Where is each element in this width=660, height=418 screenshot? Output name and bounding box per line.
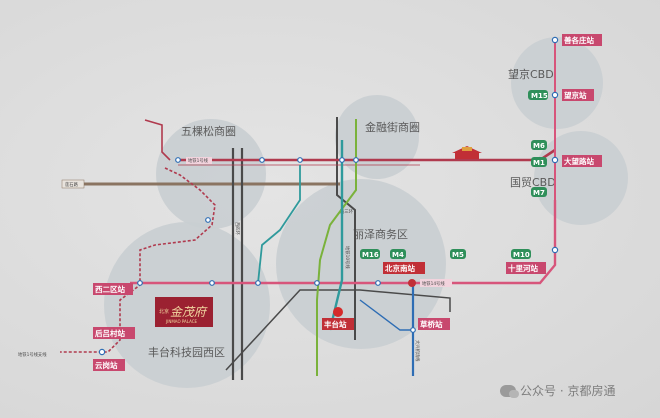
road-xisanhuan-label: 西三环 <box>340 209 354 215</box>
beijing-south-dot <box>408 279 416 287</box>
svg-text:M5: M5 <box>452 251 464 259</box>
badge-m6: M6 <box>531 140 547 150</box>
district-label-fengtai-tech: 丰台科技园西区 <box>148 345 225 359</box>
line-west-dashed <box>60 167 216 353</box>
station-dot-14 <box>551 36 559 44</box>
station-dot-5 <box>339 157 345 163</box>
district-circles <box>104 37 628 388</box>
station-box-xierqu: 西二区站 <box>93 283 133 295</box>
line-1-tag <box>186 157 212 164</box>
station-box-yungang: 云岗站 <box>93 359 125 371</box>
line-14-tag <box>420 279 452 287</box>
svg-text:M16: M16 <box>362 251 379 259</box>
rail-lower <box>225 289 451 371</box>
road-xisihuan-label: 西四环 <box>234 222 240 236</box>
line-14-label: 地铁14号线 <box>422 280 445 287</box>
district-label-wangjing: 望京CBD <box>508 67 554 81</box>
svg-text:M1: M1 <box>533 159 545 167</box>
svg-text:西二区站: 西二区站 <box>95 284 125 294</box>
district-label-lize: 丽泽商务区 <box>353 227 408 241</box>
svg-text:善各庄站: 善各庄站 <box>564 35 594 45</box>
station-box-caoqiao: 草桥站 <box>418 318 450 330</box>
brand-name: 金茂府 <box>170 305 208 319</box>
line-1-label: 地铁1号线 <box>188 157 209 164</box>
svg-text:草桥站: 草桥站 <box>420 319 443 329</box>
station-box-wangjing: 望京站 <box>562 89 594 101</box>
fengtai-dot <box>333 307 343 317</box>
station-box-beijing-south: 北京南站 <box>383 262 425 274</box>
line-daxing-label: 大兴机场线 <box>414 340 421 362</box>
badge-m15: M15 <box>528 90 548 100</box>
line-14-pink <box>130 200 557 285</box>
station-dot-8 <box>137 280 143 286</box>
watermark: 公众号 · 京都房通 <box>500 382 615 399</box>
badge-m5: M5 <box>450 249 466 259</box>
brand-prefix: 北京 <box>159 308 169 315</box>
district-circle-jinrongjie <box>335 95 419 179</box>
line-daxing-loop <box>359 299 413 331</box>
station-dot-12 <box>375 280 381 286</box>
station-dot-11 <box>314 280 320 286</box>
station-dot-6 <box>353 157 359 163</box>
road-lianshi-tag <box>61 179 85 189</box>
svg-text:北京南站: 北京南站 <box>385 263 415 273</box>
svg-text:M6: M6 <box>533 142 545 150</box>
district-label-guomao: 国贸CBD <box>510 176 556 189</box>
line-10-label: 地铁10号线 <box>344 246 351 269</box>
district-label-wukesong: 五棵松商圈 <box>181 124 236 138</box>
district-circle-guomao <box>534 131 628 225</box>
station-dot-15 <box>551 91 559 99</box>
svg-text:M7: M7 <box>533 189 545 197</box>
district-label-jinrongjie: 金融街商圈 <box>365 120 420 134</box>
svg-text:M4: M4 <box>392 251 404 259</box>
wechat-icon <box>500 384 519 398</box>
line-1-branch-west <box>144 119 171 161</box>
svg-text:丰台站: 丰台站 <box>324 319 347 329</box>
station-dot-19 <box>98 348 106 356</box>
badge-m7: M7 <box>531 187 547 197</box>
svg-text:云岗站: 云岗站 <box>95 360 118 370</box>
badge-m10: M10 <box>511 249 531 259</box>
svg-text:十里河站: 十里河站 <box>508 263 538 273</box>
station-dot-7 <box>205 217 211 223</box>
svg-text:望京站: 望京站 <box>564 90 587 100</box>
station-box-shanhezhuang: 善各庄站 <box>562 34 602 46</box>
station-box-houlvcun: 后吕村站 <box>93 327 135 339</box>
station-box-shilihe: 十里河站 <box>506 262 546 274</box>
station-dot-9 <box>209 280 215 286</box>
svg-text:M10: M10 <box>513 251 530 259</box>
station-dot-16 <box>551 156 559 164</box>
palace-icon <box>452 146 482 159</box>
station-box-fengtai: 丰台站 <box>322 318 354 330</box>
station-dot-10 <box>255 280 261 286</box>
brand-english: JINMAO PALACE <box>165 319 198 324</box>
badge-m4: M4 <box>390 249 406 259</box>
badge-m16: M16 <box>360 249 380 259</box>
station-box-dawanglu: 大望路站 <box>562 155 602 167</box>
line-1-branch-label: 地铁1号线支线 <box>18 351 47 358</box>
station-dot-17 <box>551 246 559 254</box>
svg-text:后吕村站: 后吕村站 <box>95 328 125 338</box>
station-dot-1 <box>175 157 181 163</box>
svg-text:大望路站: 大望路站 <box>564 156 594 166</box>
station-dot-3 <box>259 157 265 163</box>
district-circle-wukesong <box>156 119 266 229</box>
station-dot-18 <box>410 327 416 333</box>
line-green <box>316 119 357 376</box>
svg-text:M15: M15 <box>531 92 548 100</box>
line-16-teal <box>257 165 301 284</box>
brand-box: 北京 金茂府 JINMAO PALACE <box>155 297 213 327</box>
station-dot-4 <box>297 157 303 163</box>
watermark-text: 公众号 · 京都房通 <box>520 384 616 398</box>
road-lianshi-label: 莲石路 <box>65 181 79 188</box>
line-10-teal <box>328 140 344 331</box>
badge-m1: M1 <box>531 157 547 167</box>
district-circle-wangjing <box>511 37 603 129</box>
district-circle-lize <box>276 179 446 349</box>
